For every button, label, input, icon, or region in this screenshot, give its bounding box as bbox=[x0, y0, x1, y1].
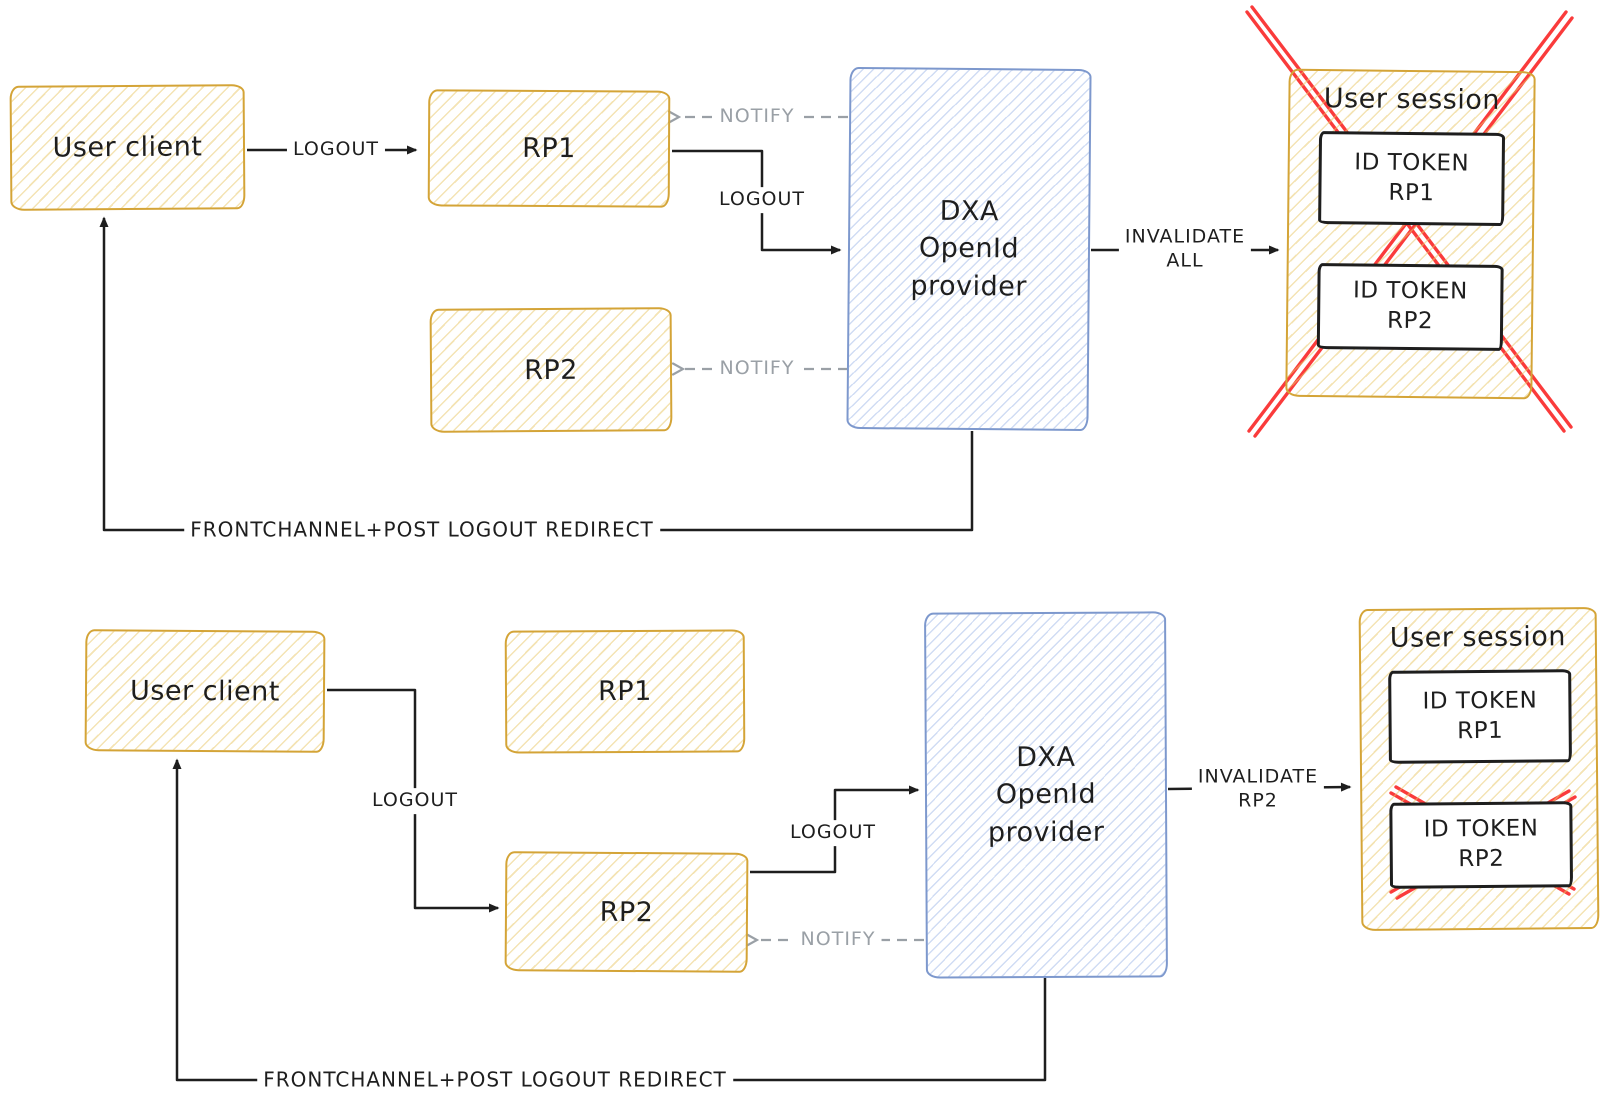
top-id-token-rp2: ID TOKEN RP2 bbox=[1316, 263, 1504, 351]
bottom-user-client-label: User client bbox=[130, 674, 280, 708]
top-rp1-label: RP1 bbox=[522, 132, 576, 165]
top-logout-rp1-label: LOGOUT bbox=[712, 187, 812, 213]
bottom-id-token-rp1: ID TOKEN RP1 bbox=[1388, 669, 1572, 764]
top-rp2-box: RP2 bbox=[429, 307, 673, 433]
bottom-rp1-box: RP1 bbox=[504, 629, 746, 754]
top-user-session-title: User session bbox=[1323, 83, 1501, 116]
bottom-user-client-box: User client bbox=[84, 629, 326, 753]
bottom-openid-provider-label: DXA OpenId provider bbox=[987, 741, 1105, 848]
bottom-user-session-title: User session bbox=[1389, 621, 1567, 654]
bottom-rp2-box: RP2 bbox=[504, 851, 749, 973]
bottom-notify-rp2-label: NOTIFY bbox=[794, 927, 882, 953]
top-invalidate-label: INVALIDATE ALL bbox=[1118, 224, 1252, 274]
bottom-rp1-label: RP1 bbox=[598, 675, 652, 708]
top-id-token-rp1: ID TOKEN RP1 bbox=[1318, 131, 1506, 226]
bottom-logout-rp2-label: LOGOUT bbox=[783, 820, 883, 846]
top-openid-provider-label: DXA OpenId provider bbox=[910, 195, 1028, 303]
bottom-openid-provider-box: DXA OpenId provider bbox=[924, 611, 1168, 979]
bottom-id-token-rp2: ID TOKEN RP2 bbox=[1389, 801, 1574, 889]
top-logout-client-label: LOGOUT bbox=[286, 137, 386, 163]
top-notify-rp1-label: NOTIFY bbox=[713, 104, 801, 130]
top-user-client-label: User client bbox=[52, 131, 203, 164]
top-rp2-label: RP2 bbox=[524, 354, 578, 386]
top-redirect-label: FRONTCHANNEL+POST LOGOUT REDIRECT bbox=[184, 516, 660, 544]
top-user-session-box: User session ID TOKEN RP1 ID TOKEN RP2 bbox=[1285, 68, 1536, 400]
bottom-user-session-box: User session ID TOKEN RP1 ID TOKEN RP2 bbox=[1358, 606, 1600, 932]
bottom-invalidate-label: INVALIDATE RP2 bbox=[1191, 764, 1325, 814]
top-user-client-box: User client bbox=[9, 84, 246, 211]
top-openid-provider-box: DXA OpenId provider bbox=[846, 66, 1092, 432]
bottom-redirect-label: FRONTCHANNEL+POST LOGOUT REDIRECT bbox=[257, 1066, 733, 1094]
bottom-rp2-label: RP2 bbox=[599, 896, 654, 928]
bottom-logout-client-label: LOGOUT bbox=[365, 788, 465, 814]
top-rp1-box: RP1 bbox=[427, 89, 671, 208]
top-notify-rp2-label: NOTIFY bbox=[713, 356, 801, 382]
